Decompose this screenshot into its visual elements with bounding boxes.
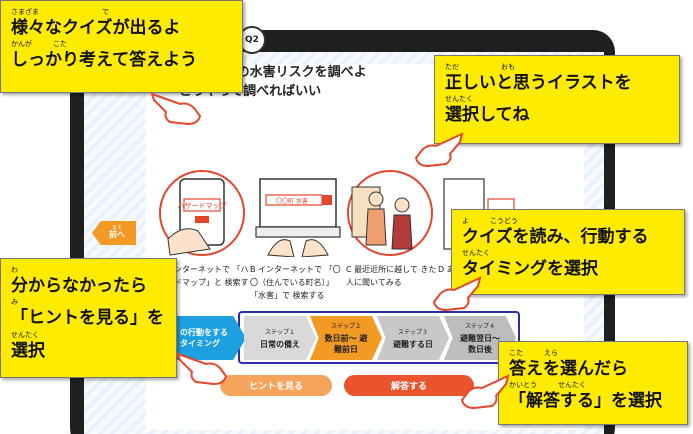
smartphone-icon: ハザードマップ — [159, 170, 245, 256]
callout-3-line-1: クイズを読み、行動する — [462, 227, 649, 247]
choice-c-illustration[interactable] — [346, 169, 434, 257]
timing-label-arrow: の行動をする タイミング — [166, 316, 246, 360]
callout-4-ruby-2: み — [11, 298, 18, 307]
prev-button-label: 前へ — [109, 230, 125, 240]
timing-label-line-2: タイミング — [180, 339, 220, 348]
prev-button[interactable]: まえ 前へ — [92, 221, 136, 245]
step-4-button[interactable]: ステップ４ 避難翌日〜 数日後 — [444, 316, 516, 360]
step-4-number: ステップ４ — [464, 323, 495, 330]
pointing-hand-icon — [412, 128, 464, 168]
choice-a-illustration[interactable]: ハザードマップ — [158, 169, 246, 257]
callout-1-line-1: 様々なクイズが出るよ — [11, 18, 181, 38]
callout-5-line-1: 答えを選んだら — [509, 359, 628, 379]
step-3-button[interactable]: ステップ３ 避難する日 — [377, 316, 449, 360]
callout-select-illustration: ただ おも 正しいと思うイラストを せんたく 選択してね — [434, 55, 680, 144]
step-1-number: ステップ１ — [264, 328, 295, 336]
step-2-number: ステップ２ — [330, 323, 361, 330]
pointing-hand-icon — [176, 346, 228, 386]
step-4-label: 避難翌日〜 数日後 — [460, 334, 500, 354]
callout-2-ruby-1: ただ おも — [445, 63, 515, 71]
callout-4-ruby-1: わ — [11, 266, 18, 274]
pointing-hand-icon — [458, 370, 510, 410]
callout-1-line-2: しっかり考えて答えよう — [11, 50, 198, 71]
callout-1-ruby-2: かんが こた — [11, 40, 67, 49]
callout-3-ruby-1: よ こうどう — [462, 217, 518, 225]
callout-4-ruby-3: せんたく — [11, 330, 39, 339]
pointing-hand-icon — [430, 272, 482, 312]
callout-5-ruby-1: こた えら — [509, 349, 558, 357]
callout-3-line-2: タイミングを選択 — [462, 259, 598, 280]
callout-2-ruby-2: せんたく — [445, 95, 473, 104]
callout-1-ruby-1: さまざま で — [11, 8, 109, 16]
callout-2-line-1: 正しいと思うイラストを — [445, 73, 632, 93]
callout-2-line-2: 選択してね — [445, 105, 530, 126]
answer-button[interactable]: 解答する — [344, 375, 474, 396]
choice-c-text: C 最近近所に越して きた人に聞いてみる — [346, 265, 437, 287]
callout-4-line-2: 「ヒントを見る」を — [11, 308, 164, 329]
choice-a-image-label: ハザードマップ — [178, 202, 227, 210]
callout-3-ruby-2: せんたく — [462, 249, 490, 258]
step-1-button[interactable]: ステップ１ 日常の備え — [244, 316, 316, 360]
step-3-number: ステップ３ — [397, 328, 428, 336]
callout-hint: わ 分からなかったら み 「ヒントを見る」を せんたく 選択 — [0, 258, 177, 378]
choice-b-illustration[interactable]: 〇〇町 水害 — [254, 169, 342, 258]
callout-4-line-3: 選択 — [11, 340, 45, 361]
timing-label-line-1: の行動をする — [180, 327, 228, 337]
step-3-label: 避難する日 — [393, 339, 433, 349]
callout-5-ruby-2: かいとう せんたく — [509, 381, 586, 390]
callout-5-line-2: 「解答する」を選択 — [509, 391, 662, 412]
callout-answer: こた えら 答えを選んだら かいとう せんたく 「解答する」を選択 — [498, 341, 688, 425]
step-2-button[interactable]: ステップ２ 数日前〜 避難前日 — [310, 316, 382, 360]
neighbors-icon — [347, 170, 433, 256]
step-1-label: 日常の備え — [260, 339, 300, 349]
prev-button-ruby: まえ — [111, 224, 122, 231]
pointing-hand-icon — [150, 86, 202, 126]
laptop-icon: 〇〇町 水害 — [255, 178, 341, 258]
callout-4-line-1: 分からなかったら — [11, 276, 147, 296]
step-2-label: 数日前〜 避難前日 — [324, 334, 368, 354]
callout-select-timing: よ こうどう クイズを読み、行動する せんたく タイミングを選択 — [451, 209, 685, 295]
choice-b-image-label: 〇〇町 水害 — [276, 197, 308, 205]
callout-quiz-intro: さまざま で 様々なクイズが出るよ かんが こた しっかり考えて答えよう — [0, 0, 243, 93]
hint-button[interactable]: ヒントを見る — [220, 375, 332, 396]
choice-b-text: B インターネットで 「〇〇（住んでいる町名）」「水害」で 検索する — [250, 265, 341, 300]
